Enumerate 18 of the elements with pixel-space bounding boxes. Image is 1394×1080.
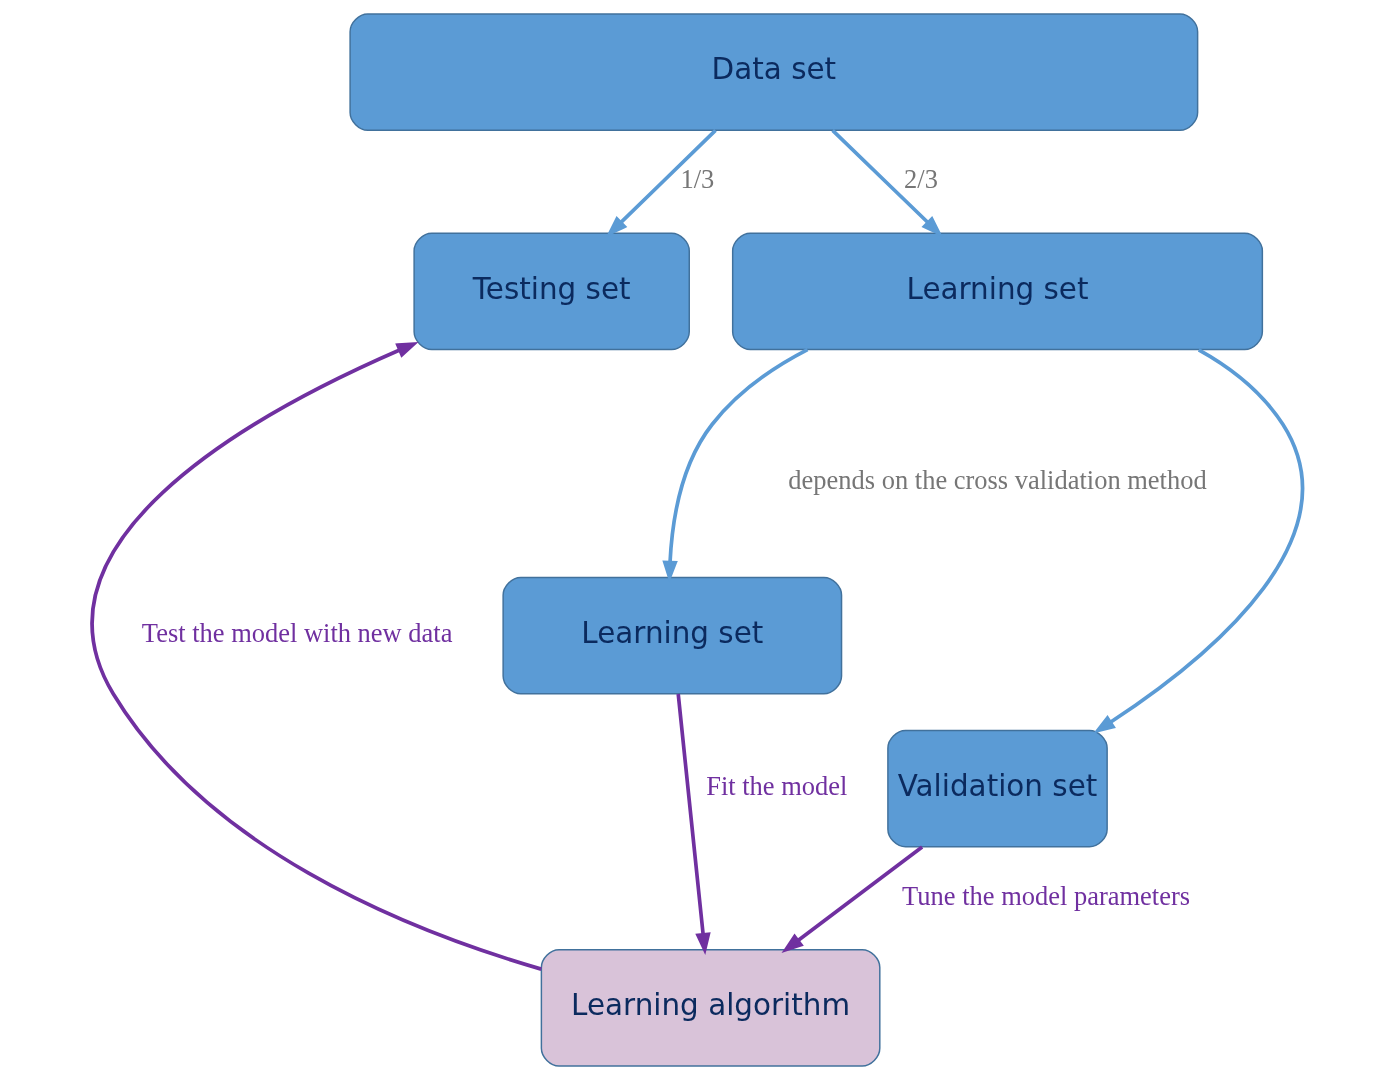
arrow [605, 129, 717, 237]
node-box: Data set [348, 13, 1198, 131]
arrow [1092, 348, 1304, 734]
arrow [90, 341, 542, 971]
edge-label: Tune the model parameters [901, 880, 1190, 911]
node-box: Learning set [501, 576, 842, 695]
edge-label: 2/3 [903, 164, 938, 195]
edge-label: Fit the model [705, 771, 847, 802]
edge-label: 1/3 [679, 164, 714, 195]
node-box: Testing set [412, 232, 690, 351]
label: depends on the cross validation method [787, 465, 1207, 496]
arrow [675, 693, 711, 955]
node-box: Learning algorithm [540, 949, 881, 1067]
arrow [830, 129, 943, 237]
node-box: Learning set [731, 232, 1263, 351]
arrow [781, 845, 923, 953]
node-box: Validation set [886, 729, 1108, 848]
edge-label: Test the model with new data [141, 618, 452, 649]
